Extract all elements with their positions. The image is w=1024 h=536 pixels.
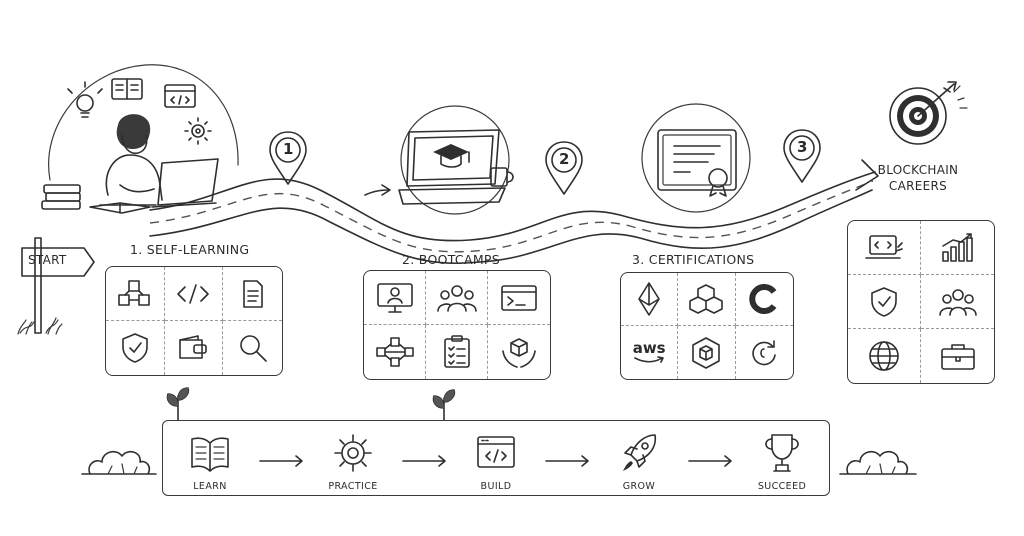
- process-step-label: LEARN: [193, 480, 227, 492]
- milestone-pin-3: 3: [782, 128, 822, 184]
- graduation-cap-icon: [433, 144, 470, 168]
- trophy-icon: [765, 433, 799, 472]
- video-lesson-icon: [364, 271, 426, 325]
- milestone-number: 1: [283, 140, 294, 158]
- team-icon: [921, 275, 994, 329]
- arrow-right-icon: [258, 455, 303, 467]
- book-icon: [111, 78, 143, 100]
- refresh-icon: [736, 326, 793, 379]
- careers-card: [847, 220, 995, 384]
- laptop-icon: [151, 158, 219, 208]
- ethereum-icon: [621, 273, 679, 326]
- hands-cube-icon: [488, 325, 550, 379]
- milestone-number: 2: [559, 150, 570, 168]
- bootcamps-card: [363, 270, 551, 380]
- cubes-icon: [678, 273, 736, 326]
- coffee-mug-icon: [490, 167, 514, 187]
- code-window-icon: [164, 84, 196, 108]
- target-icon: [889, 81, 968, 145]
- certifications-card: aws: [620, 272, 794, 380]
- start-label: START: [28, 253, 67, 267]
- process-step-learn: LEARN: [175, 431, 245, 492]
- gear-icon: [184, 117, 212, 145]
- blocks-icon: [106, 267, 165, 321]
- process-step-succeed: SUCCEED: [747, 431, 817, 492]
- signpost-icon: [19, 237, 95, 334]
- c-logo-icon: [735, 273, 793, 326]
- arrow-right-icon: [544, 455, 589, 467]
- briefcase-icon: [921, 329, 994, 383]
- grass-tuft-icon: [17, 317, 63, 335]
- arrow-right-icon: [401, 455, 446, 467]
- open-book-icon: [191, 436, 229, 472]
- code-window-icon: [477, 435, 515, 468]
- terminal-icon: [488, 271, 550, 325]
- self-learning-card: [105, 266, 283, 376]
- section-title-certifications: 3. CERTIFICATIONS: [632, 252, 755, 267]
- checklist-icon: [426, 325, 488, 379]
- goal-label-line1: BLOCKCHAIN: [877, 163, 959, 177]
- location-pin-icon: [783, 129, 821, 183]
- sprout-icon: [432, 389, 456, 425]
- award-seal-icon: [708, 168, 728, 197]
- globe-icon: [848, 329, 921, 383]
- gear-icon: [334, 433, 372, 472]
- process-step-label: PRACTICE: [328, 480, 378, 492]
- lightbulb-icon: [67, 81, 103, 118]
- bush-icon: [81, 450, 157, 475]
- wallet-icon: [165, 321, 224, 375]
- process-step-build: BUILD: [461, 431, 531, 492]
- goal-label: BLOCKCHAIN CAREERS: [876, 162, 960, 194]
- start-signpost: START: [18, 237, 108, 338]
- books-stack-icon: [41, 184, 81, 210]
- bootcamp-laptop-illustration: [398, 105, 514, 215]
- milestone-number: 3: [797, 138, 808, 156]
- process-step-label: GROW: [622, 480, 656, 492]
- milestone-pin-2: 2: [544, 140, 584, 196]
- document-icon: [223, 267, 282, 321]
- aws-logo-icon: aws: [621, 326, 679, 379]
- shield-check-icon: [106, 321, 165, 375]
- milestone-pin-1: 1: [268, 130, 308, 186]
- bar-chart-icon: [921, 221, 994, 275]
- group-icon: [426, 271, 488, 325]
- process-bar: LEARN PRACTICE BUILD GROW SUCCEED: [162, 420, 830, 496]
- process-step-label: SUCCEED: [757, 480, 807, 492]
- location-pin-icon: [269, 131, 307, 185]
- section-title-bootcamps: 2. BOOTCAMPS: [402, 252, 500, 267]
- hexagon-cube-icon: [678, 326, 736, 379]
- bush-icon: [839, 450, 917, 475]
- aws-logo-text: aws: [632, 339, 666, 357]
- sprout-icon: [166, 387, 190, 425]
- section-title-self-learning: 1. SELF-LEARNING: [130, 242, 250, 257]
- process-step-grow: GROW: [604, 431, 674, 492]
- rocket-icon: [623, 433, 657, 471]
- certificate-illustration: [641, 103, 751, 213]
- arrow-right-icon: [687, 455, 732, 467]
- code-icon: [164, 267, 224, 321]
- network-icon: [364, 325, 426, 379]
- shield-check-icon: [848, 275, 921, 329]
- process-step-practice: PRACTICE: [318, 431, 388, 492]
- notebook-icon: [89, 202, 151, 214]
- goal-label-line2: CAREERS: [888, 179, 948, 193]
- process-step-label: BUILD: [480, 480, 512, 492]
- magnifier-icon: [223, 321, 282, 375]
- location-pin-icon: [545, 141, 583, 195]
- laptop-code-icon: [848, 221, 921, 275]
- student-scene: [41, 64, 239, 214]
- student-figure: [99, 114, 163, 206]
